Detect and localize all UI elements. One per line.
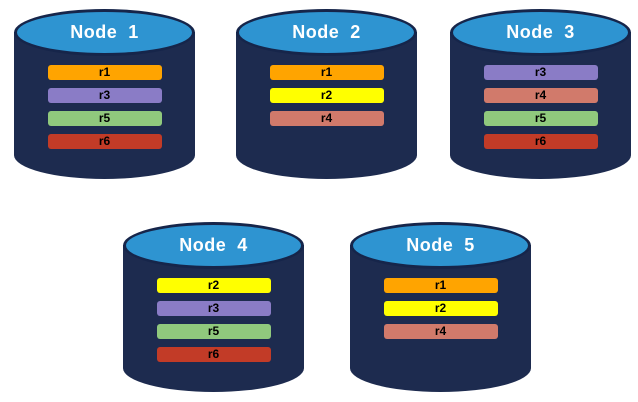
replica-bar-r5: r5	[156, 324, 271, 339]
cylinder-top: Node 1	[14, 9, 195, 56]
node-title: Node 2	[292, 22, 361, 42]
cylinder-body	[350, 245, 531, 392]
replica-bar-r3: r3	[156, 301, 271, 316]
replica-bar-r2: r2	[383, 301, 498, 316]
cylinder-top: Node 2	[236, 9, 417, 56]
replica-bar-r6: r6	[156, 347, 271, 362]
replica-bar-r4: r4	[269, 111, 384, 126]
node-title: Node 1	[70, 22, 139, 42]
replica-list: r3 r4 r5 r6	[483, 65, 598, 149]
replica-bar-r2: r2	[269, 88, 384, 103]
cylinder-body	[236, 32, 417, 179]
replica-bar-r1: r1	[383, 278, 498, 293]
node-cylinder-2: Node 2 r1 r2 r4	[236, 9, 417, 179]
node-title: Node 3	[506, 22, 575, 42]
cylinder-top: Node 5	[350, 222, 531, 269]
cylinder-body	[123, 245, 304, 392]
replica-bar-r1: r1	[47, 65, 162, 80]
cylinder-body	[450, 32, 631, 179]
node-title: Node 5	[406, 235, 475, 255]
replica-bar-r4: r4	[383, 324, 498, 339]
cylinder-top: Node 3	[450, 9, 631, 56]
node-title: Node 4	[179, 235, 248, 255]
replica-list: r1 r2 r4	[383, 278, 498, 339]
replica-bar-r1: r1	[269, 65, 384, 80]
replica-list: r2 r3 r5 r6	[156, 278, 271, 362]
node-cylinder-1: Node 1 r1 r3 r5 r6	[14, 9, 195, 179]
node-cylinder-4: Node 4 r2 r3 r5 r6	[123, 222, 304, 392]
replica-bar-r3: r3	[483, 65, 598, 80]
replica-bar-r4: r4	[483, 88, 598, 103]
replica-bar-r2: r2	[156, 278, 271, 293]
replica-list: r1 r3 r5 r6	[47, 65, 162, 149]
replica-list: r1 r2 r4	[269, 65, 384, 126]
replica-bar-r5: r5	[47, 111, 162, 126]
cylinder-body	[14, 32, 195, 179]
cylinder-top: Node 4	[123, 222, 304, 269]
node-cylinder-3: Node 3 r3 r4 r5 r6	[450, 9, 631, 179]
replica-bar-r6: r6	[483, 134, 598, 149]
replica-bar-r5: r5	[483, 111, 598, 126]
replica-bar-r3: r3	[47, 88, 162, 103]
node-cylinder-5: Node 5 r1 r2 r4	[350, 222, 531, 392]
replica-bar-r6: r6	[47, 134, 162, 149]
